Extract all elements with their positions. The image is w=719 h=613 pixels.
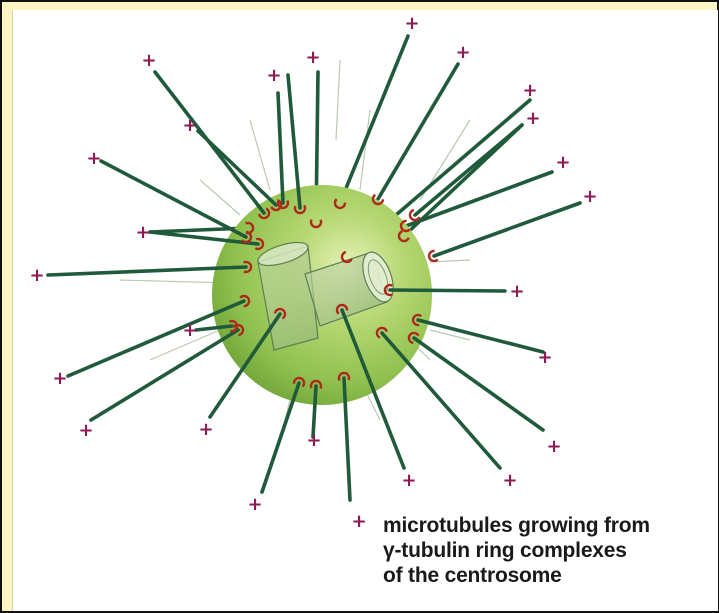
- plus-end-marker-11: +: [509, 281, 524, 302]
- microtubule-23: [68, 301, 244, 376]
- microtubule-20: [262, 383, 299, 492]
- plus-end-marker-12: +: [537, 347, 552, 368]
- microtubule-14: [418, 320, 543, 352]
- plus-end-marker-3: +: [266, 65, 281, 86]
- caption-line-3: of the centrosome: [383, 563, 713, 588]
- plus-end-marker-2: +: [182, 115, 197, 136]
- plus-end-marker-8: +: [525, 108, 540, 129]
- caption-line-2: γ-tubulin ring complexes: [383, 538, 713, 563]
- faint-microtubule-10: [250, 120, 270, 190]
- plus-end-marker-18: +: [247, 494, 262, 515]
- figure-caption: microtubules growing from γ-tubulin ring…: [383, 513, 713, 588]
- plus-end-marker-5: +: [404, 13, 419, 34]
- plus-end-marker-21: +: [52, 368, 67, 389]
- plus-end-marker-25: +: [135, 222, 150, 243]
- plus-end-marker-23: +: [182, 320, 197, 341]
- plus-end-marker-10: +: [582, 186, 597, 207]
- microtubule-11: [406, 172, 552, 226]
- microtubule-12: [434, 203, 580, 256]
- plus-end-marker-7: +: [522, 80, 537, 101]
- microtubule-26: [101, 161, 246, 237]
- microtubule-15: [414, 338, 543, 430]
- plus-end-marker-17: +: [306, 430, 321, 451]
- plus-end-marker-9: +: [555, 152, 570, 173]
- faint-microtubule-1: [336, 60, 340, 140]
- faint-microtubule-7: [200, 180, 240, 215]
- plus-end-marker-19: +: [198, 419, 213, 440]
- plus-end-marker-24: +: [86, 148, 101, 169]
- plus-end-marker-6: +: [455, 42, 470, 63]
- microtubule-6: [340, 36, 408, 203]
- plus-end-marker-1: +: [141, 50, 156, 71]
- plus-end-marker-22: +: [29, 265, 44, 286]
- microtubule-13: [390, 290, 505, 291]
- plus-end-marker-4: +: [305, 47, 320, 68]
- plus-end-marker-13: +: [546, 436, 561, 457]
- caption-line-1: microtubules growing from: [383, 513, 713, 538]
- plus-end-marker-15: +: [401, 470, 416, 491]
- microtubule-4: [288, 75, 300, 208]
- caption-plus-marker: +: [351, 511, 366, 532]
- plus-end-marker-14: +: [502, 470, 517, 491]
- plus-end-marker-20: +: [78, 420, 93, 441]
- microtubule-16: [382, 333, 500, 468]
- microtubule-3: [278, 93, 283, 203]
